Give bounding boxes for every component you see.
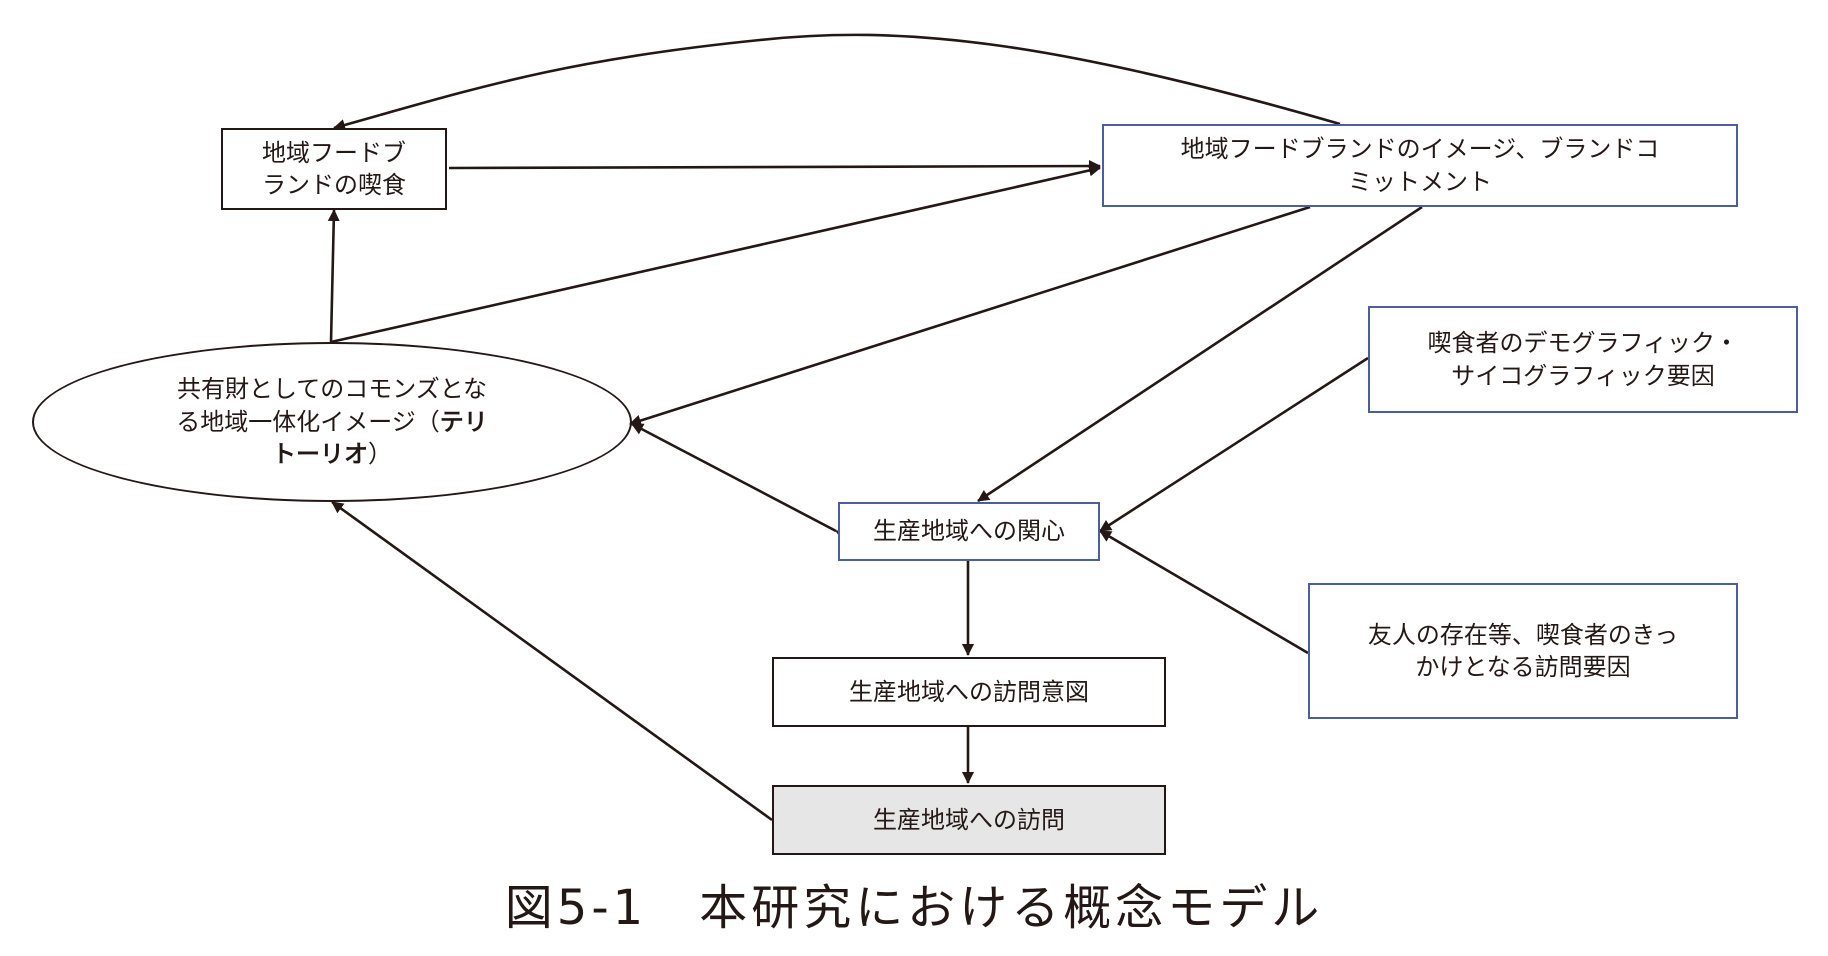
arrow-eating-to-brand	[448, 160, 1101, 173]
node-demographic-factors: 喫食者のデモグラフィック・ サイコグラフィック要因	[1368, 306, 1798, 413]
arrow-demographic-to-interest	[1099, 356, 1369, 533]
node-interest-label: 生産地域への関心	[873, 517, 1065, 546]
node-food-brand-eating: 地域フードブ ランドの喫食	[221, 128, 447, 210]
node-friend-visit-factors-label: 友人の存在等、喫食者のきっ かけとなる訪問要因	[1367, 620, 1679, 681]
node-brand-image-commitment-label: 地域フードブランドのイメージ、ブランドコ ミットメント	[1180, 135, 1660, 196]
node-visit-intention: 生産地域への訪問意図	[772, 657, 1166, 727]
arrow-brand-to-territorio	[629, 205, 1311, 427]
territorio-text-pre: 共有財としてのコモンズとな る地域一体化イメージ（	[176, 375, 488, 436]
arrow-brand-to-interest	[977, 205, 1423, 503]
node-demographic-factors-label: 喫食者のデモグラフィック・ サイコグラフィック要因	[1427, 329, 1739, 390]
node-visit-intention-label: 生産地域への訪問意図	[849, 677, 1089, 706]
territorio-text-bold-2: トーリオ	[272, 440, 368, 469]
figure-caption: 図5-1 本研究における概念モデル	[504, 880, 1324, 936]
territorio-text-post: ）	[368, 440, 392, 469]
arrow-friends-to-interest	[1099, 529, 1309, 655]
arrow-territorio-to-eating	[327, 209, 340, 343]
arrow-territorio-interest-bidirectional	[631, 422, 849, 542]
node-territorio-ellipse: 共有財としてのコモンズとな る地域一体化イメージ（テリトーリオ）	[32, 342, 632, 502]
territorio-text-bold-1: テリ	[439, 407, 488, 436]
node-territorio-label: 共有財としてのコモンズとな る地域一体化イメージ（テリトーリオ）	[176, 373, 488, 470]
node-food-brand-eating-label: 地域フードブ ランドの喫食	[262, 138, 406, 199]
arrow-territorio-to-brand	[330, 164, 1101, 344]
arrow-brand-to-eating	[333, 33, 1341, 131]
node-friend-visit-factors: 友人の存在等、喫食者のきっ かけとなる訪問要因	[1308, 583, 1738, 719]
node-interest-in-production-region: 生産地域への関心	[838, 502, 1100, 561]
node-brand-image-commitment: 地域フードブランドのイメージ、ブランドコ ミットメント	[1102, 124, 1738, 207]
node-visit: 生産地域への訪問	[772, 785, 1166, 855]
node-visit-label: 生産地域への訪問	[873, 805, 1065, 834]
arrow-visit-to-territorio	[331, 500, 773, 822]
